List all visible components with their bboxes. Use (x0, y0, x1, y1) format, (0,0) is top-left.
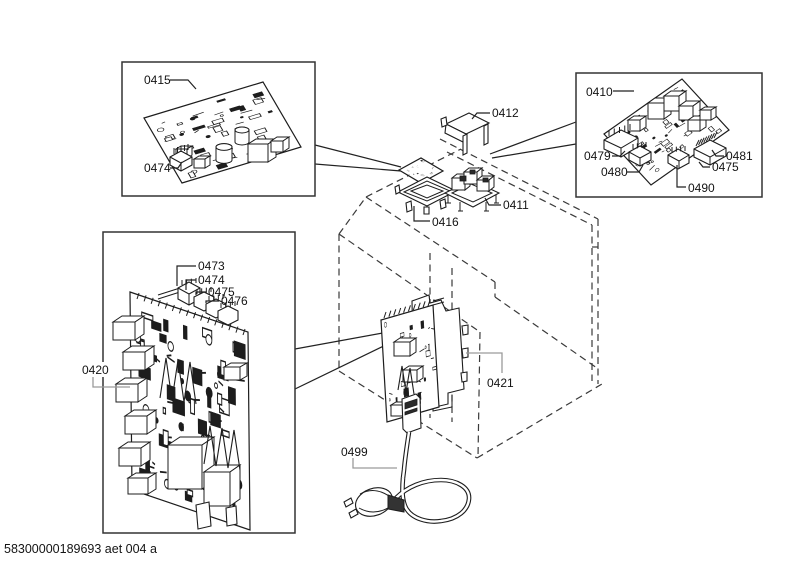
callout-0490: 0490 (688, 181, 715, 195)
connector-0480 (628, 142, 652, 167)
connector-pins (695, 131, 718, 147)
document-code: 58300000189693 aet 004 a (4, 542, 157, 556)
connector-pins (173, 144, 189, 154)
mains-plug (343, 487, 405, 519)
callout-0480: 0480 (601, 165, 628, 179)
box-reference-lines (294, 121, 577, 390)
connector-0479 (603, 124, 639, 158)
callout-0474-box1: 0474 (144, 161, 171, 175)
detail-box-relay-board: 0410 0479 0480 0490 0475 0481 (575, 72, 763, 198)
connector-0490 (667, 146, 690, 170)
detail-box-power-board: 0473 0474 0475 0476 0420 (78, 231, 296, 534)
connector-0475-0481 (693, 131, 727, 166)
control-module-part (443, 166, 501, 212)
installed-display-board (397, 157, 445, 184)
label-mask (78, 362, 112, 377)
assembly-callouts: 0412 0411 0416 0421 0499 (341, 106, 529, 469)
callout-0475-box3: 0475 (208, 285, 235, 299)
callout-0474-box3: 0474 (198, 273, 225, 287)
callout-0479: 0479 (584, 149, 611, 163)
callout-0411: 0411 (503, 198, 529, 212)
connector-pins (608, 124, 631, 136)
callout-0416: 0416 (432, 215, 459, 229)
connector-pins (671, 146, 686, 152)
edge-connector (383, 299, 431, 319)
connector-pins (632, 142, 647, 149)
callout-0499: 0499 (341, 445, 368, 459)
edge-connector (136, 292, 246, 336)
connector-assembly-0473-0476 (157, 278, 239, 326)
pcb-components (111, 315, 249, 507)
power-cord (343, 393, 472, 524)
callout-0475-box2: 0475 (712, 160, 739, 174)
callout-0410: 0410 (586, 85, 613, 99)
callout-0415: 0415 (144, 73, 171, 87)
callout-0421: 0421 (487, 376, 514, 390)
cover-bracket-part (440, 112, 491, 156)
pcb-components (626, 90, 718, 132)
callout-0412: 0412 (492, 106, 519, 120)
pcb-texture (406, 159, 435, 177)
callout-0481: 0481 (726, 149, 753, 163)
pcb-components (174, 126, 291, 169)
callout-0473: 0473 (198, 259, 225, 273)
callout-0476: 0476 (221, 294, 248, 308)
detail-box-display-board: 0415 0474 (121, 61, 316, 197)
callout-0420: 0420 (82, 363, 109, 377)
